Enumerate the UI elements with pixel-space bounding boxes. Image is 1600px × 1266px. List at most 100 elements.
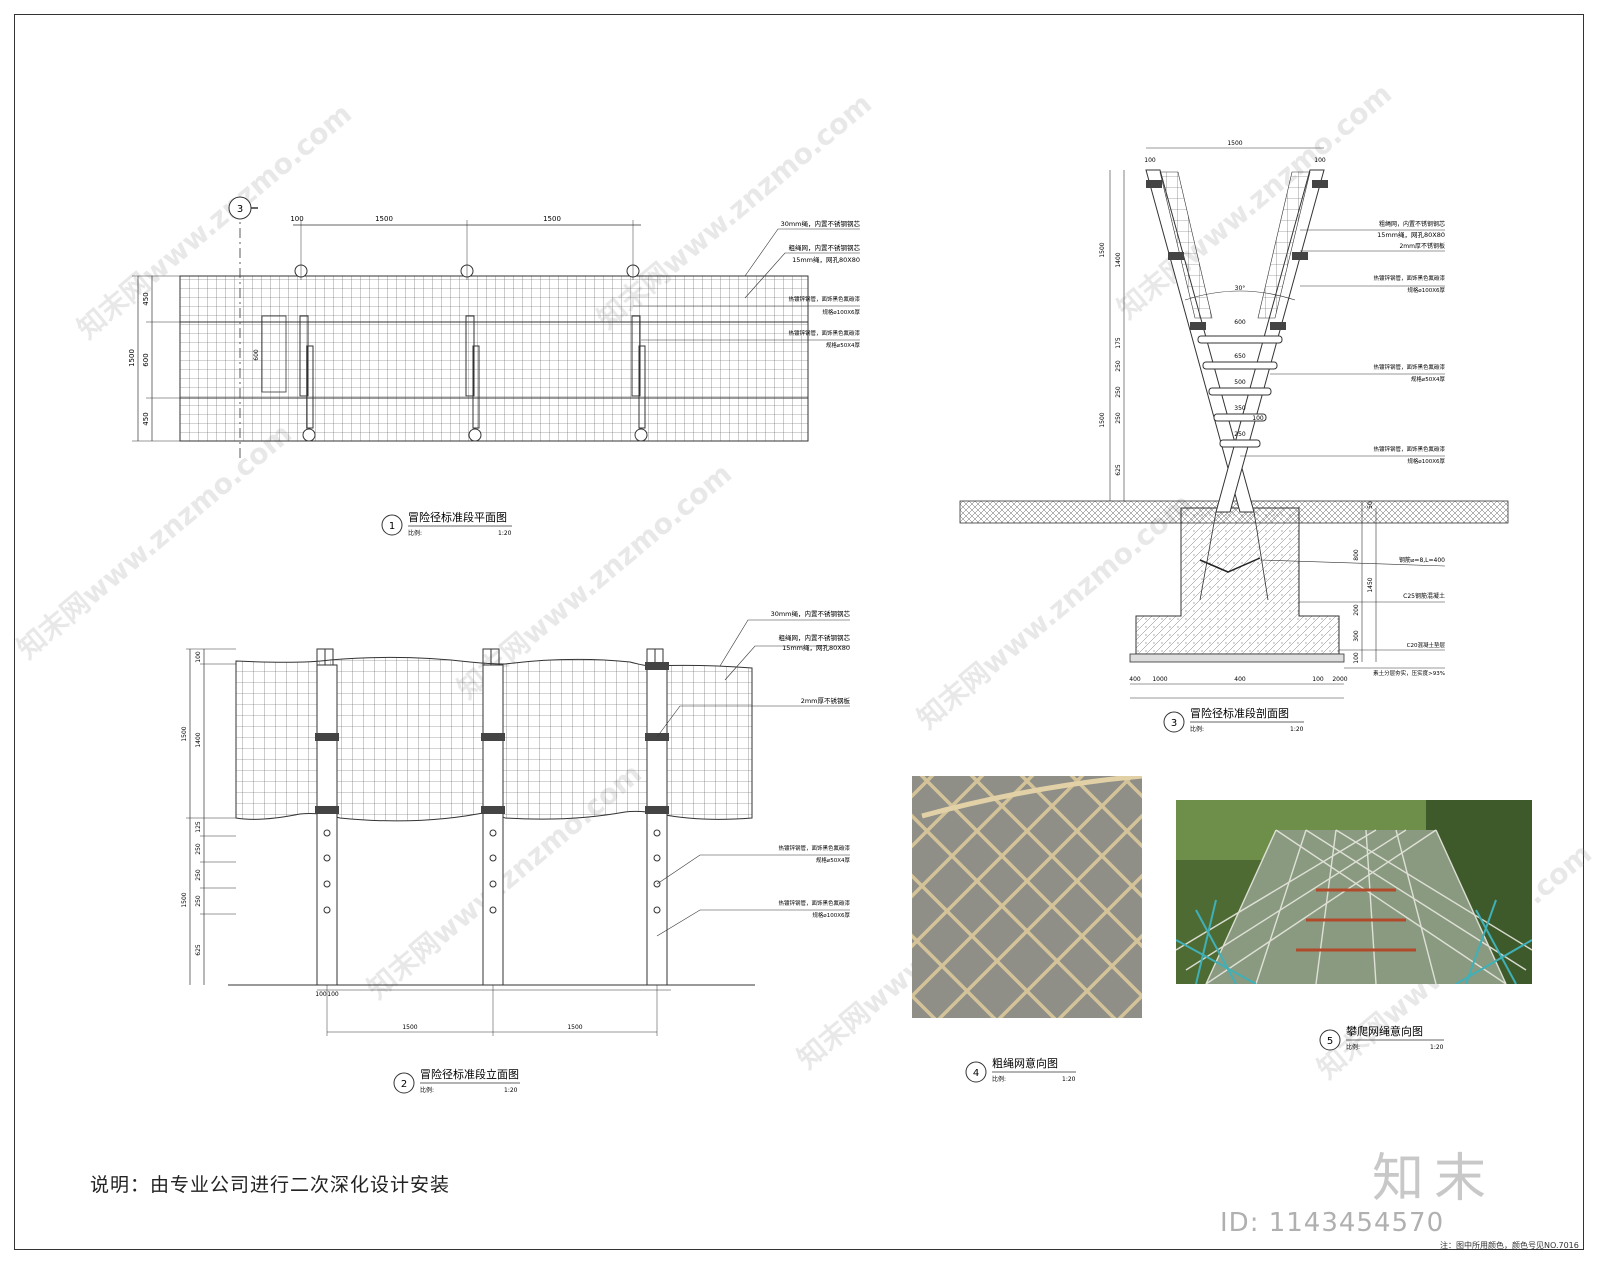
view-number: 5: [1327, 1036, 1333, 1047]
view-number-badge: [965, 1061, 987, 1083]
view-number: 4: [973, 1068, 979, 1079]
cushion-layer: [1129, 653, 1345, 663]
dim-label: 1500: [1227, 140, 1242, 147]
scale-value: 1:20: [1430, 1044, 1444, 1051]
callout-text: 热镀锌钢管，面饰黑色氟碳漆: [788, 295, 860, 303]
brand-logo: 知末: [1372, 1149, 1497, 1209]
callout-text: 规格⌀100X6厚: [1407, 457, 1445, 465]
dim-label: 30°: [1235, 285, 1246, 292]
dim-label: 100: [1312, 676, 1324, 683]
dim-label: 100: [1353, 652, 1360, 664]
climbing-net-photo: [1176, 800, 1532, 984]
dim-label: 2000: [1332, 676, 1347, 683]
scale-value: 1:20: [1062, 1076, 1076, 1083]
rope-net-image: [912, 776, 1142, 1018]
dim-label: 250: [195, 895, 202, 907]
dim-label: 200: [1353, 604, 1360, 616]
section-view: 1500 100 100 1500 1400 1500 175 250 250 …: [959, 140, 1509, 733]
callout-text: 素土分层夯实，压实度>93%: [1373, 669, 1445, 677]
scale-label: 比例:: [1190, 725, 1204, 733]
view-number: 1: [389, 521, 395, 532]
view-number-badge: [1319, 1029, 1341, 1051]
callout-text: 2mm厚不锈钢板: [1399, 242, 1445, 250]
dim-label: 600: [1234, 319, 1246, 326]
elevation-post: [315, 648, 339, 986]
scale-value: 1:20: [504, 1087, 518, 1094]
view-number: 3: [1171, 718, 1177, 729]
callout-text: 热镀锌钢管，面饰黑色氟碳漆: [778, 899, 850, 907]
dim-label: 1500: [128, 349, 136, 367]
view-title: 冒险径标准段剖面图: [1190, 706, 1289, 720]
dim-label: 250: [195, 843, 202, 855]
view-number-badge: [393, 1072, 415, 1094]
dim-label: 100: [327, 991, 339, 998]
dim-label: 300: [1353, 630, 1360, 642]
dim-label: 125: [195, 821, 202, 833]
view-number: 2: [401, 1079, 407, 1090]
callout-text: 钢筋⌀=8,L=400: [1399, 556, 1445, 564]
dim-label: 625: [195, 944, 202, 956]
dim-label: 100: [195, 651, 202, 663]
dim-label: 1400: [195, 732, 202, 747]
dim-label: 800: [1353, 549, 1360, 561]
dim-label: 400: [1129, 676, 1141, 683]
callout-text: 规格⌀50X4厚: [826, 341, 861, 349]
dim-label: 100: [1252, 415, 1264, 422]
callout-text: 粗绳网，内置不锈钢钢芯: [1379, 220, 1445, 228]
dim-label: 1500: [1099, 412, 1106, 427]
view-title: 攀爬网绳意向图: [1346, 1024, 1423, 1038]
elevation-post: [645, 648, 669, 986]
dim-label: 650: [1234, 353, 1246, 360]
dim-label: 175: [1115, 337, 1122, 349]
callout-text: 粗绳网，内置不锈钢钢芯: [779, 633, 851, 642]
footnote: 注：图中所用颜色，颜色号见NO.7016: [1440, 1241, 1579, 1250]
dim-label: 1500: [567, 1024, 582, 1031]
photo4-title: 4 粗绳网意向图 比例: 1:20: [965, 1056, 1076, 1083]
id-label: ID: 1143454570: [1220, 1208, 1445, 1238]
dim-label: 250: [1115, 412, 1122, 424]
dim-label: 1500: [181, 726, 188, 741]
scale-label: 比例:: [408, 529, 422, 537]
section-marker-label: 3: [237, 204, 243, 215]
concrete-footing: [1135, 507, 1340, 655]
callout-text: 规格⌀50X4厚: [1411, 375, 1446, 383]
plan-post: [294, 264, 316, 442]
callout-text: 规格⌀100X6厚: [1407, 286, 1445, 294]
dim-label: 1500: [375, 215, 393, 223]
dim-label: 50: [1367, 501, 1374, 509]
dim-label: 450: [142, 412, 150, 425]
dim-label: 1500: [402, 1024, 417, 1031]
dim-label: 450: [142, 292, 150, 305]
view-title: 冒险径标准段立面图: [420, 1067, 519, 1081]
dim-label: 100: [1144, 157, 1156, 164]
dim-label: 250: [1115, 386, 1122, 398]
dim-label: 1500: [1099, 242, 1106, 257]
dim-label: 100: [1314, 157, 1326, 164]
dim-label: 400: [1234, 676, 1246, 683]
callout-text: 30mm绳，内置不锈钢钢芯: [771, 609, 851, 618]
dim-label: 100: [315, 991, 327, 998]
view-title: 冒险径标准段平面图: [408, 510, 507, 524]
dim-label: 1450: [1367, 577, 1374, 592]
scale-label: 比例:: [1346, 1043, 1360, 1051]
callout-text: 15mm绳，网孔80X80: [782, 643, 850, 652]
dim-label: 350: [1234, 405, 1246, 412]
callout-text: 热镀锌钢管，面饰黑色氟碳漆: [1373, 274, 1445, 282]
callout-text: C20混凝土垫层: [1407, 641, 1446, 649]
climbing-net-image: [1176, 800, 1532, 984]
callout-text: 规格⌀100X6厚: [812, 911, 850, 919]
scale-value: 1:20: [498, 530, 512, 537]
elevation-post: [481, 648, 505, 986]
view-number-badge: [381, 514, 403, 536]
callout-text: 热镀锌钢管，面饰黑色氟碳漆: [788, 329, 860, 337]
callout-text: 15mm绳，网孔80X80: [792, 255, 860, 264]
dim-label: 250: [195, 869, 202, 881]
callout-text: 2mm厚不锈钢板: [801, 696, 851, 705]
callout-text: 规格⌀50X4厚: [816, 856, 851, 864]
dim-label: 250: [1234, 431, 1246, 438]
elevation-view: 100 1400 1500 125 250 250 250 1500 625 1…: [181, 609, 851, 1094]
callout-text: 热镀锌钢管，面饰黑色氟碳漆: [778, 844, 850, 852]
dim-label: 600: [253, 349, 260, 361]
dim-label: 1500: [181, 892, 188, 907]
callout-text: 30mm绳，内置不锈钢钢芯: [781, 219, 861, 228]
